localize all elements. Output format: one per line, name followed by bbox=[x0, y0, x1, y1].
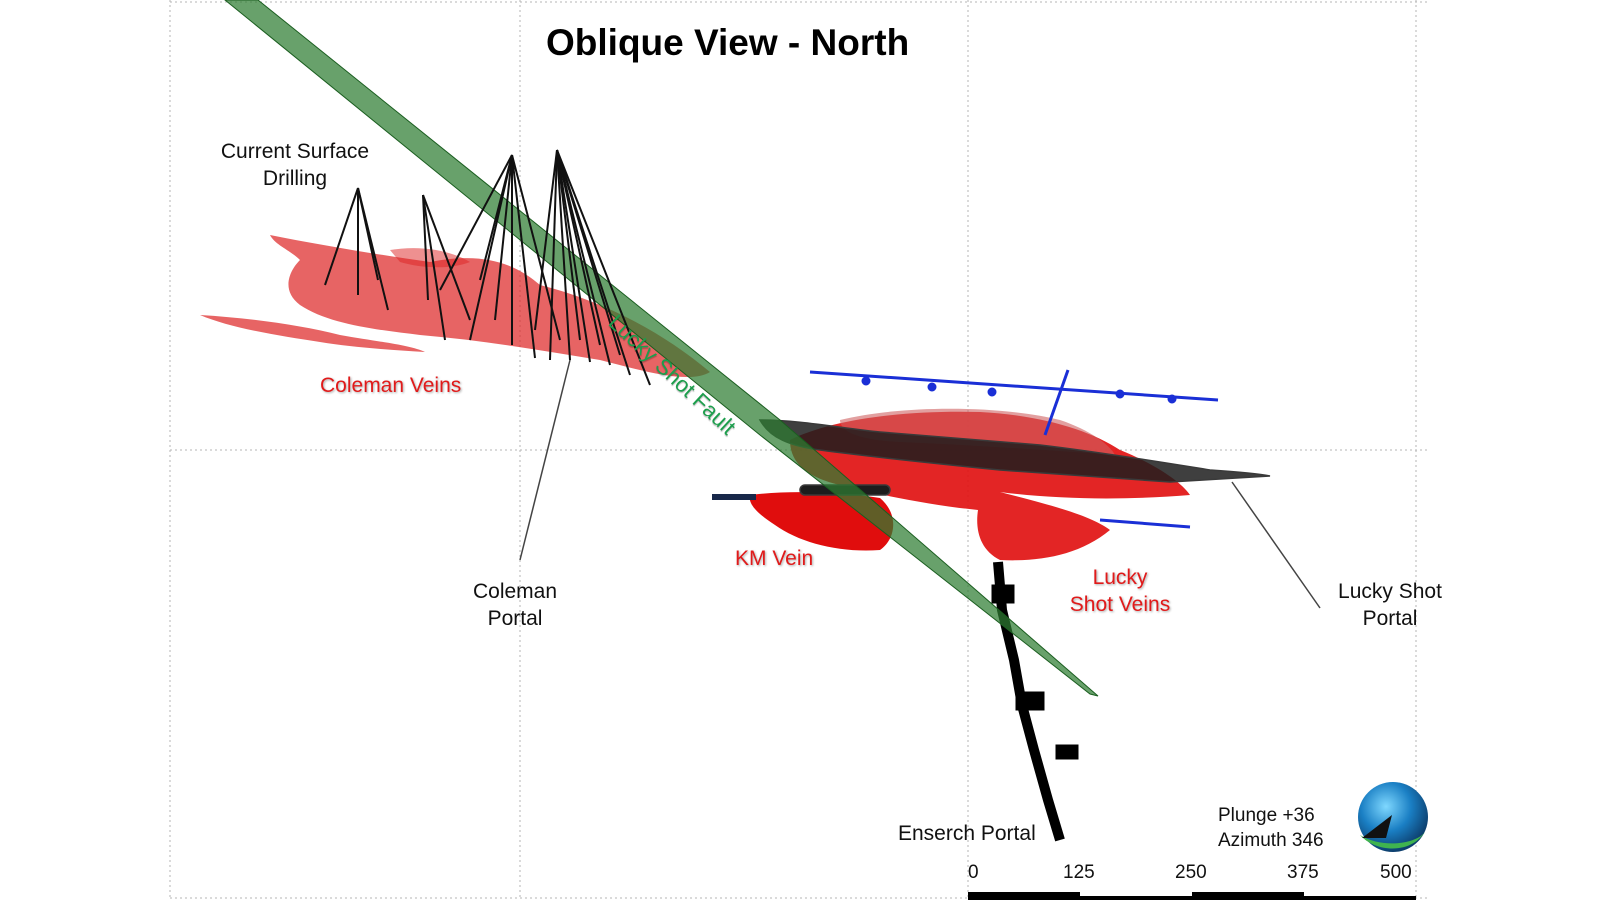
page-title: Oblique View - North bbox=[546, 22, 910, 63]
coleman-portal-label-line2: Portal bbox=[487, 607, 543, 630]
km-vein-label: KM Vein bbox=[735, 547, 814, 570]
portal-leader-lines bbox=[519, 359, 1321, 609]
blue-workings bbox=[712, 369, 1219, 529]
scale-tick-375: 375 bbox=[1287, 862, 1319, 883]
scale-bar bbox=[968, 892, 1416, 900]
lucky-shot-veins-label-line2: Shot Veins bbox=[1069, 593, 1171, 616]
coleman-portal-label: Coleman Portal bbox=[460, 578, 570, 632]
scale-tick-500: 500 bbox=[1380, 862, 1412, 883]
lucky-shot-portal-label-line1: Lucky Shot bbox=[1338, 580, 1442, 603]
lucky-shot-fault bbox=[224, 0, 1099, 697]
enserch-portal-label: Enserch Portal bbox=[898, 822, 1036, 845]
coleman-portal-label-line1: Coleman bbox=[472, 580, 558, 603]
surface-drilling-label-line2: Drilling bbox=[262, 167, 328, 190]
surface-drilling-label: Current Surface Drilling bbox=[205, 138, 385, 192]
orientation-readout: Plunge +36 Azimuth 346 bbox=[1218, 803, 1324, 853]
enserch-decline bbox=[991, 561, 1079, 842]
scale-tick-0: 0 bbox=[968, 862, 979, 883]
scale-tick-125: 125 bbox=[1063, 862, 1095, 883]
orientation-globe-icon bbox=[1358, 782, 1428, 852]
scale-tick-250: 250 bbox=[1175, 862, 1207, 883]
lucky-shot-veins-label-line1: Lucky bbox=[1092, 566, 1148, 589]
lucky-shot-portal-label: Lucky Shot Portal bbox=[1325, 578, 1455, 632]
lucky-shot-portal-label-line2: Portal bbox=[1362, 607, 1418, 630]
plunge-readout: Plunge +36 bbox=[1218, 805, 1315, 826]
azimuth-readout: Azimuth 346 bbox=[1218, 830, 1324, 851]
lucky-shot-veins-label: Lucky Shot Veins bbox=[1040, 564, 1200, 618]
surface-drilling-label-line1: Current Surface bbox=[220, 140, 370, 163]
surface-drill-holes bbox=[324, 149, 651, 386]
coleman-veins-label: Coleman Veins bbox=[320, 374, 462, 397]
